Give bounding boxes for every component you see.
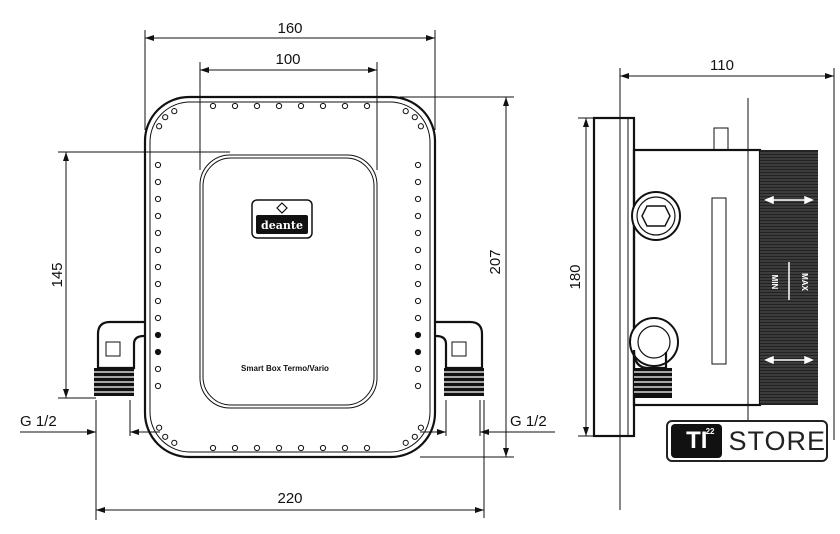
front-frame-outer xyxy=(143,95,437,459)
frame-hole xyxy=(156,424,163,431)
frame-hole xyxy=(154,195,162,203)
dim-thread-left: G 1/2 xyxy=(20,413,57,430)
frame-hole xyxy=(171,439,178,446)
frame-hole xyxy=(319,102,327,110)
frame-hole xyxy=(414,382,422,390)
frame-hole xyxy=(209,444,217,452)
frame-hole xyxy=(209,102,217,110)
frame-hole xyxy=(414,280,422,288)
frame-hole xyxy=(297,102,305,110)
frame-hole xyxy=(156,123,163,130)
frame-hole xyxy=(417,424,424,431)
brand-logo-text: deante xyxy=(261,219,303,232)
frame-hole xyxy=(417,123,424,130)
frame-hole xyxy=(231,102,239,110)
badge-ti-text: TI xyxy=(686,427,708,454)
front-view: deante Smart Box Termo/Vario xyxy=(94,95,484,459)
side-bottom-port xyxy=(629,317,679,398)
frame-hole xyxy=(341,102,349,110)
frame-hole xyxy=(414,161,422,169)
ti-store-logo-icon: TI 22 STORE xyxy=(666,420,828,462)
frame-hole xyxy=(154,365,162,373)
frame-hole xyxy=(162,114,169,121)
badge-ti-block: TI 22 xyxy=(671,424,723,458)
frame-hole xyxy=(154,246,162,254)
frame-hole xyxy=(154,280,162,288)
frame-hole xyxy=(154,178,162,186)
frame-hole xyxy=(253,444,261,452)
frame-hole xyxy=(154,229,162,237)
frame-hole xyxy=(154,331,162,339)
frame-hole xyxy=(341,444,349,452)
max-label: MAX xyxy=(800,273,809,291)
front-dimensions: 160 100 145 207 G 1/2 G 1/2 xyxy=(20,20,555,520)
frame-hole xyxy=(154,212,162,220)
frame-hole xyxy=(154,161,162,169)
frame-hole xyxy=(297,444,305,452)
frame-hole xyxy=(275,102,283,110)
frame-hole xyxy=(363,102,371,110)
frame-hole xyxy=(171,108,178,115)
frame-hole xyxy=(253,102,261,110)
frame-hole xyxy=(414,178,422,186)
model-label: Smart Box Termo/Vario xyxy=(241,364,329,373)
deante-logo-icon: deante xyxy=(251,199,313,239)
dim-thread-right: G 1/2 xyxy=(510,413,547,430)
side-dimensions: 110 180 xyxy=(567,57,835,510)
frame-hole xyxy=(414,314,422,322)
frame-holes xyxy=(154,102,424,452)
frame-hole xyxy=(162,433,169,440)
frame-hole xyxy=(231,444,239,452)
frame-hole xyxy=(414,212,422,220)
frame-hole xyxy=(414,331,422,339)
left-fitting xyxy=(94,320,145,396)
frame-hole xyxy=(275,444,283,452)
frame-hole xyxy=(414,297,422,305)
dim-height-145: 145 xyxy=(49,262,66,287)
frame-hole xyxy=(414,246,422,254)
min-label: MIN xyxy=(770,275,779,290)
dim-width-110: 110 xyxy=(710,57,734,74)
frame-hole xyxy=(414,365,422,373)
frame-hole xyxy=(414,263,422,271)
frame-hole xyxy=(154,348,162,356)
side-view: MIN MAX xyxy=(592,98,818,440)
frame-hole xyxy=(363,444,371,452)
frame-hole xyxy=(154,382,162,390)
frame-hole xyxy=(154,297,162,305)
frame-hole xyxy=(414,229,422,237)
frame-hole xyxy=(414,348,422,356)
frame-hole xyxy=(402,108,409,115)
front-inner-body-inset xyxy=(202,157,375,406)
frame-hole xyxy=(411,433,418,440)
side-top-port xyxy=(631,191,681,241)
frame-hole xyxy=(154,263,162,271)
dim-height-180: 180 xyxy=(567,264,584,289)
frame-hole xyxy=(411,114,418,121)
right-fitting xyxy=(435,320,484,396)
frame-hole xyxy=(414,195,422,203)
frame-hole xyxy=(402,439,409,446)
dim-width-220: 220 xyxy=(277,490,302,507)
badge-superscript: 22 xyxy=(705,427,715,436)
dim-width-100: 100 xyxy=(275,51,300,68)
badge-store-text: STORE xyxy=(728,425,826,456)
dim-width-160: 160 xyxy=(277,20,302,37)
front-frame-inner xyxy=(149,101,431,453)
frame-hole xyxy=(154,314,162,322)
frame-hole xyxy=(319,444,327,452)
front-inner-body xyxy=(199,154,378,409)
dim-height-207: 207 xyxy=(487,249,504,274)
